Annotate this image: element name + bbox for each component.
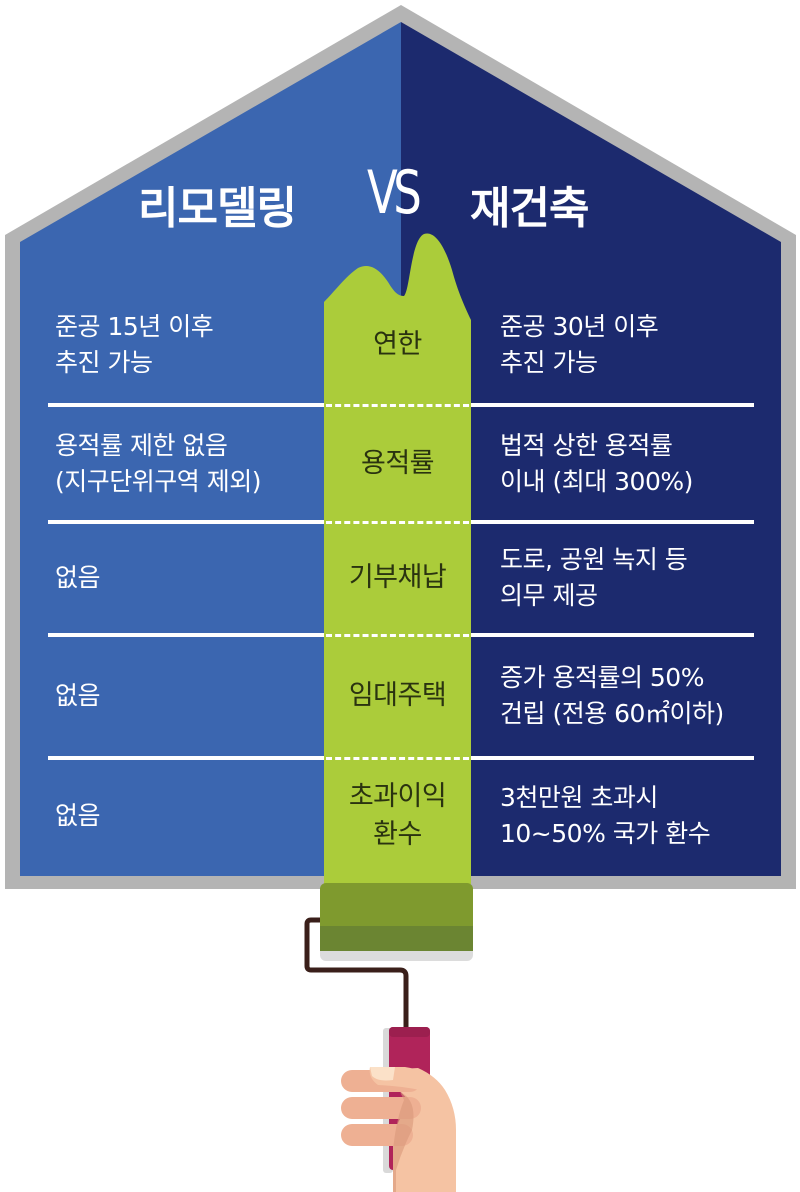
row-1-category: 연한 xyxy=(324,300,471,390)
row-3-reconstruction: 도로, 공원 녹지 등 의무 제공 xyxy=(500,532,775,624)
cell-text: 준공 30년 이후 xyxy=(500,312,659,341)
row-divider-dashed xyxy=(326,404,469,407)
row-2-remodeling: 용적률 제한 없음 (지구단위구역 제외) xyxy=(55,418,320,510)
row-3-remodeling: 없음 xyxy=(55,532,320,624)
cell-text: (지구단위구역 제외) xyxy=(55,467,261,496)
cell-text: 의무 제공 xyxy=(500,581,598,610)
right-panel xyxy=(401,22,781,876)
cell-text: 용적률 제한 없음 xyxy=(55,431,228,460)
category-label: 기부채납 xyxy=(348,562,447,593)
cell-text: 도로, 공원 녹지 등 xyxy=(500,545,688,574)
row-divider xyxy=(471,520,754,524)
category-label: 연한 xyxy=(373,329,422,360)
row-divider-dashed xyxy=(326,521,469,524)
row-4-reconstruction: 증가 용적률의 50% 건립 (전용 60㎡이하) xyxy=(500,645,775,747)
row-divider xyxy=(48,633,324,637)
row-5-category: 초과이익 환수 xyxy=(324,768,471,864)
cell-text: 준공 15년 이후 xyxy=(55,312,214,341)
cell-text: 없음 xyxy=(55,801,101,830)
row-divider xyxy=(471,756,754,760)
cell-text: 없음 xyxy=(55,681,101,710)
cell-text: 10~50% 국가 환수 xyxy=(500,819,711,848)
cell-text: 법적 상한 용적률 xyxy=(500,431,673,460)
row-1-remodeling: 준공 15년 이후 추진 가능 xyxy=(55,300,320,390)
row-5-reconstruction: 3천만원 초과시 10~50% 국가 환수 xyxy=(500,768,775,864)
cell-text: 건립 (전용 60㎡이하) xyxy=(500,699,724,728)
category-label: 환수 xyxy=(373,819,422,850)
category-label: 초과이익 xyxy=(348,781,447,812)
cell-text: 추진 가능 xyxy=(500,348,598,377)
cell-text: 증가 용적률의 50% xyxy=(500,663,704,692)
row-divider-dashed xyxy=(326,757,469,760)
row-divider xyxy=(48,756,324,760)
row-divider xyxy=(48,403,324,407)
row-2-category: 용적률 xyxy=(324,418,471,510)
cell-text: 없음 xyxy=(55,563,101,592)
row-divider xyxy=(48,520,324,524)
row-divider xyxy=(471,403,754,407)
reconstruction-title: 재건축 xyxy=(470,183,589,234)
cell-text: 이내 (최대 300%) xyxy=(500,467,693,496)
row-5-remodeling: 없음 xyxy=(55,768,320,864)
vs-label: VS xyxy=(367,158,422,228)
row-2-reconstruction: 법적 상한 용적률 이내 (최대 300%) xyxy=(500,418,775,510)
remodeling-title: 리모델링 xyxy=(138,183,297,234)
paint-strip xyxy=(324,233,471,884)
category-label: 임대주택 xyxy=(348,680,447,711)
row-3-category: 기부채납 xyxy=(324,532,471,624)
row-divider xyxy=(471,633,754,637)
cell-text: 추진 가능 xyxy=(55,348,153,377)
row-4-category: 임대주택 xyxy=(324,645,471,747)
row-divider-dashed xyxy=(326,634,469,637)
row-4-remodeling: 없음 xyxy=(55,645,320,747)
category-label: 용적률 xyxy=(360,448,435,479)
left-panel xyxy=(20,22,401,876)
hand-icon xyxy=(380,1068,456,1192)
cell-text: 3천만원 초과시 xyxy=(500,783,658,812)
roller-wire xyxy=(304,917,409,1030)
row-1-reconstruction: 준공 30년 이후 추진 가능 xyxy=(500,300,775,390)
